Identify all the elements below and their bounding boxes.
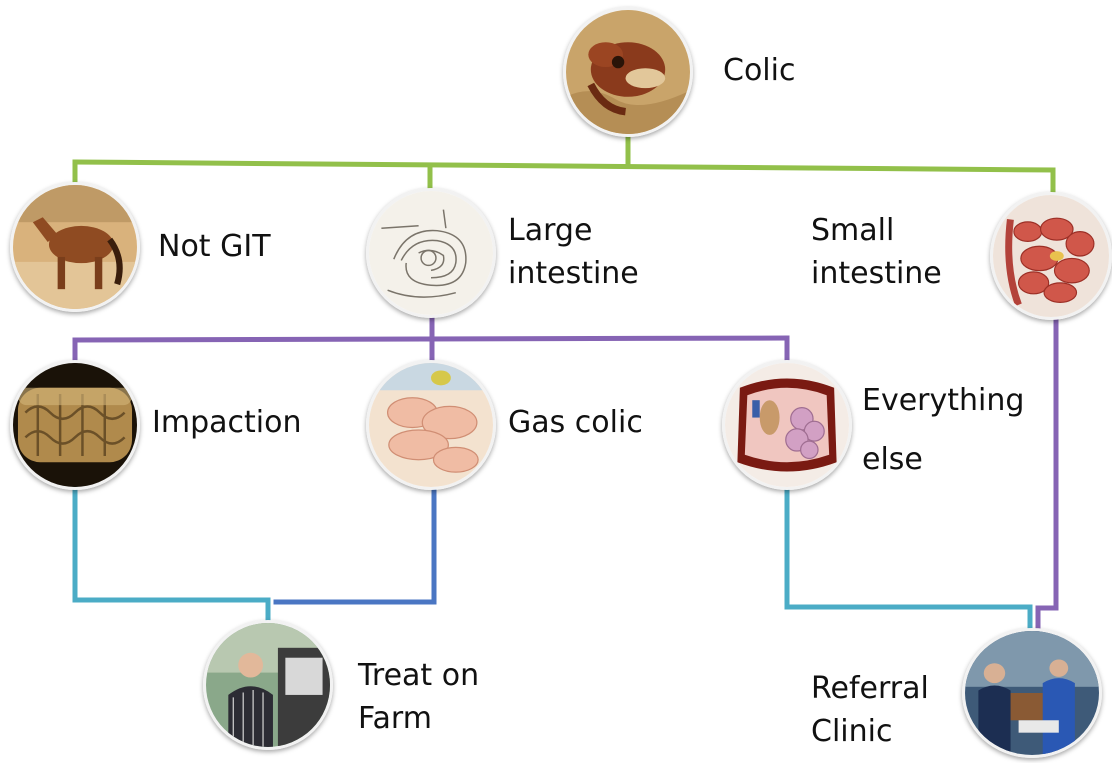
small-intestine-image xyxy=(990,192,1112,320)
not-git-image xyxy=(10,182,140,312)
small-intestine-to-referral-line xyxy=(1035,317,1059,635)
treat-on-farm-lines xyxy=(72,485,437,625)
referral-clinic-lines xyxy=(784,317,1059,635)
everything-else-label: Everything else xyxy=(862,383,1025,477)
gas-colic-label: Gas colic xyxy=(508,405,643,440)
gas-colic-to-treat-line xyxy=(273,487,437,605)
impaction-to-treat-line xyxy=(72,485,271,625)
gas-colic-image xyxy=(366,360,496,490)
large-intestine-label: Large intestine xyxy=(508,213,639,291)
not-git-label: Not GIT xyxy=(158,229,271,264)
colic-label: Colic xyxy=(723,53,796,88)
everything-else-image xyxy=(722,360,852,490)
small-intestine-label: Small intestine xyxy=(811,213,942,291)
colic-image xyxy=(563,7,693,137)
impaction-image xyxy=(10,360,140,490)
large-intestine-image xyxy=(366,188,496,318)
referral-clinic-label: Referral Clinic xyxy=(811,671,929,749)
impaction-label: Impaction xyxy=(152,405,302,440)
referral-clinic-image xyxy=(962,628,1102,758)
everything-else-to-referral-line xyxy=(784,487,1033,635)
treat-on-farm-label: Treat on Farm xyxy=(358,658,480,736)
large-intestine-branch-lines xyxy=(72,315,790,365)
treat-on-farm-image xyxy=(203,620,333,750)
level1-horizontal-line xyxy=(72,159,1056,173)
colic-branch-lines xyxy=(72,129,1056,195)
